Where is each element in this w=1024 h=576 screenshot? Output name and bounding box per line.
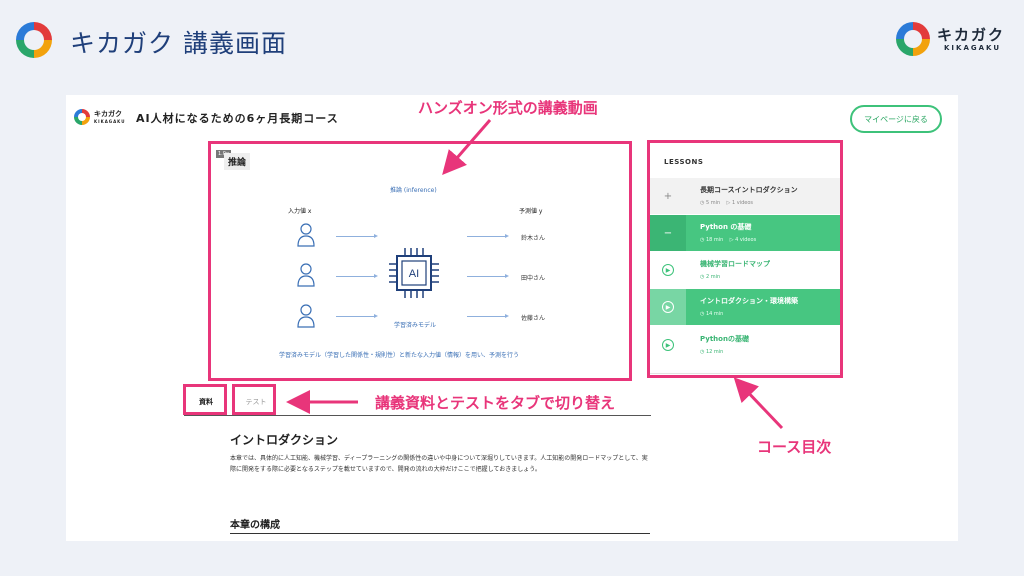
- expand-icon[interactable]: +: [663, 190, 673, 202]
- clock-icon: ◷: [700, 274, 706, 280]
- app-brand: キカガク: [94, 110, 122, 118]
- lesson-title: 機械学習ロードマップ: [700, 260, 770, 268]
- lesson-item[interactable]: ▶ 機械学習ロードマップ ◷ 2 min: [650, 252, 840, 288]
- prediction-label: 田中さん: [521, 275, 546, 282]
- lesson-meta: ◷ 14 min: [700, 311, 724, 317]
- arrow-icon: [336, 234, 378, 238]
- section-heading: 本章の構成: [230, 520, 280, 531]
- play-button[interactable]: ▶: [650, 252, 686, 288]
- clock-icon: ◷: [700, 200, 706, 206]
- person-icon: [297, 304, 315, 328]
- prediction-label: 鈴木さん: [521, 235, 546, 242]
- lesson-meta: ◷ 2 min: [700, 274, 721, 280]
- arrow-icon: [467, 274, 509, 278]
- input-label: 入力値 x: [288, 208, 312, 215]
- section-divider: [230, 533, 650, 534]
- output-label: 予測値 y: [519, 208, 543, 215]
- ai-chip-label: AI: [409, 268, 419, 280]
- tab-materials[interactable]: 資料: [199, 397, 213, 406]
- inference-label: 推論 (inference): [390, 187, 437, 194]
- brand-sub: KIKAGAKU: [944, 44, 1002, 52]
- lesson-meta: ◷ 18 min ▷ 4 videos: [700, 237, 757, 243]
- ai-chip-icon: AI: [389, 248, 439, 298]
- lesson-meta: ◷ 12 min: [700, 349, 724, 355]
- play-icon: ▶: [662, 301, 674, 313]
- clock-icon: ◷: [700, 237, 706, 243]
- play-button[interactable]: ▶: [650, 327, 686, 363]
- clock-icon: ◷: [700, 349, 706, 355]
- app-logo-icon[interactable]: [74, 109, 90, 125]
- course-title: AI人材になるための6ヶ月長期コース: [136, 112, 339, 125]
- lecture-video[interactable]: 1.0x 推論 推論 (inference) 入力値 x 予測値 y 鈴木さん …: [209, 142, 629, 380]
- person-icon: [297, 223, 315, 247]
- arrow-icon: [467, 314, 509, 318]
- lesson-item[interactable]: ▶ イントロダクション・環境構築 ◷ 14 min: [650, 289, 840, 325]
- tab-test[interactable]: テスト: [245, 397, 267, 406]
- model-label: 学習済みモデル: [394, 322, 437, 329]
- lesson-title: Pythonの基礎: [700, 335, 749, 343]
- lesson-title: 長期コースイントロダクション: [700, 186, 798, 194]
- annotation-video: ハンズオン形式の講義動画: [418, 99, 598, 117]
- prediction-label: 佐藤さん: [521, 315, 546, 322]
- collapse-icon[interactable]: −: [650, 215, 686, 251]
- lessons-panel: LESSONS + 長期コースイントロダクション ◷ 5 min ▷ 1 vid…: [649, 142, 841, 374]
- play-icon: ▶: [662, 264, 674, 276]
- lecture-screen: キカガク KIKAGAKU AI人材になるための6ヶ月長期コース マイページに戻…: [66, 95, 958, 541]
- arrow-icon: [336, 314, 378, 318]
- video-slide-title: 推論: [224, 153, 251, 170]
- person-icon: [297, 263, 315, 287]
- lesson-item[interactable]: ▶ Pythonの基礎 ◷ 12 min: [650, 327, 840, 363]
- arrow-icon: [467, 234, 509, 238]
- slide-logo-icon: [16, 22, 52, 58]
- slide-title: キカガク 講義画面: [70, 29, 287, 58]
- arrow-icon: [336, 274, 378, 278]
- lesson-title: イントロダクション・環境構築: [700, 297, 798, 305]
- lesson-item[interactable]: + 長期コースイントロダクション ◷ 5 min ▷ 1 videos: [650, 178, 840, 214]
- annotation-tabs: 講義資料とテストをタブで切り替え: [375, 394, 616, 412]
- play-icon: ▶: [662, 339, 674, 351]
- video-caption: 学習済みモデル（学習した関係性・規則性）と新たな入力値（情報）を用い、予測を行う: [279, 352, 520, 359]
- brand-logo-icon: [896, 22, 930, 56]
- play-icon: ▷: [726, 200, 732, 206]
- speed-badge[interactable]: 1.0x: [216, 150, 231, 158]
- content-body: 本章では、具体的に人工知能、機械学習、ディープラーニングの関係性の違いや中身につ…: [230, 455, 648, 473]
- play-icon: ▷: [729, 237, 736, 243]
- lesson-title: Python の基礎: [700, 223, 752, 231]
- brand-name: キカガク: [937, 26, 1006, 44]
- clock-icon: ◷: [700, 311, 706, 317]
- content-title: イントロダクション: [230, 433, 339, 447]
- play-button[interactable]: ▶: [650, 289, 686, 325]
- annotation-lessons: コース目次: [757, 438, 832, 456]
- lessons-header: LESSONS: [664, 158, 704, 166]
- tab-divider: [184, 415, 651, 416]
- app-brand-sub: KIKAGAKU: [94, 119, 126, 124]
- mypage-button[interactable]: マイページに戻る: [850, 105, 942, 133]
- lesson-item[interactable]: − Python の基礎 ◷ 18 min ▷ 4 videos: [650, 215, 840, 251]
- lesson-meta: ◷ 5 min ▷ 1 videos: [700, 200, 753, 206]
